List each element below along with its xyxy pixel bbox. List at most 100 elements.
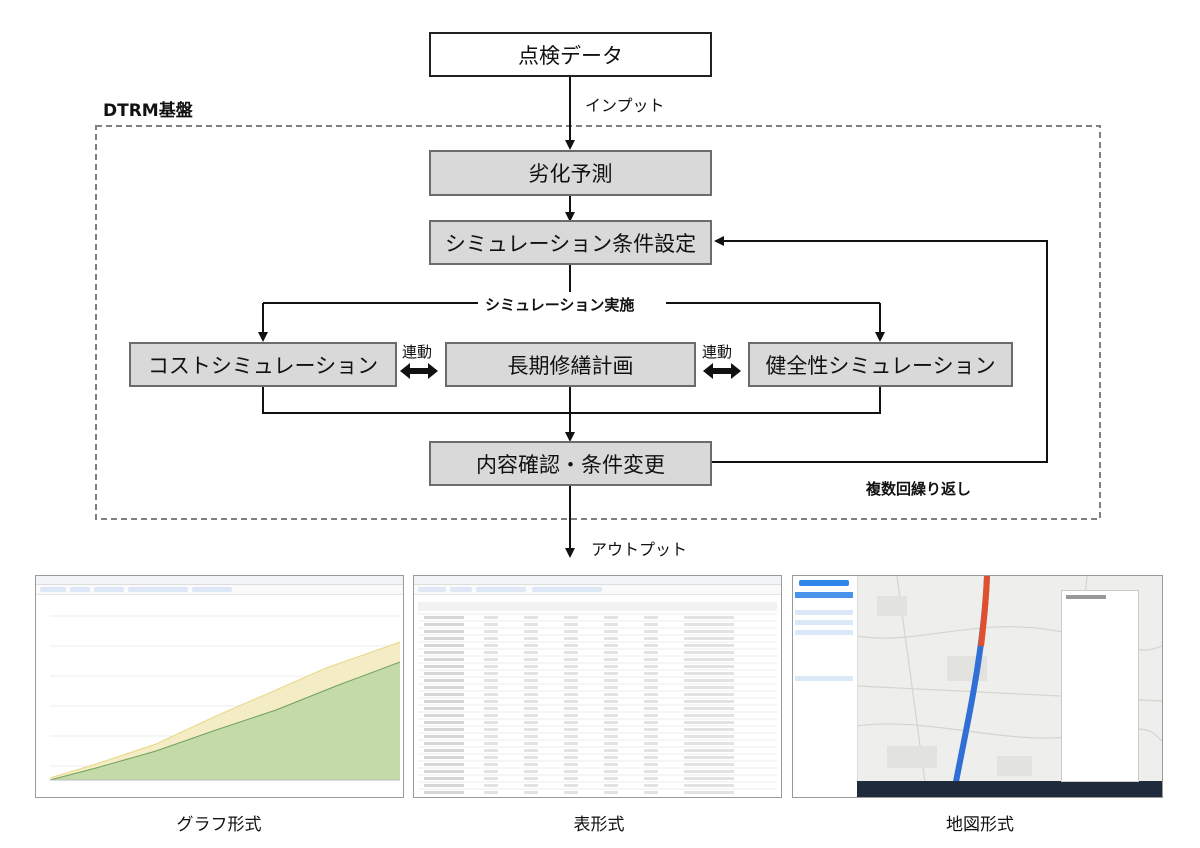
table-cell: [564, 742, 578, 745]
table-cell: [684, 756, 734, 759]
caption-graph: グラフ形式: [176, 815, 262, 835]
table-cell: [484, 763, 498, 766]
table-cell: [524, 658, 538, 661]
table-cell: [604, 735, 618, 738]
table-cell: [564, 658, 578, 661]
table-cell: [604, 658, 618, 661]
table-cell: [564, 770, 578, 773]
table-cell: [564, 784, 578, 787]
table-cell: [604, 616, 618, 619]
link-arrow-right: [703, 363, 741, 379]
table-cell: [524, 707, 538, 710]
table-cell-blurred: [424, 665, 464, 668]
table-cell: [564, 616, 578, 619]
table-cell: [604, 770, 618, 773]
table-cell: [684, 658, 734, 661]
table-cell: [684, 644, 734, 647]
table-cell: [644, 763, 658, 766]
table-cell: [604, 721, 618, 724]
table-cell: [644, 784, 658, 787]
table-cell-blurred: [424, 686, 464, 689]
browser-bar: [36, 576, 403, 585]
table-cell: [684, 714, 734, 717]
toolbar-tab: [128, 587, 188, 592]
table-cell: [684, 623, 734, 626]
table-cell: [484, 735, 498, 738]
toolbar-tab: [418, 587, 446, 592]
table-cell: [484, 721, 498, 724]
table-cell-blurred: [424, 770, 464, 773]
table-cell: [524, 763, 538, 766]
table-cell: [684, 665, 734, 668]
table-cell-blurred: [424, 791, 464, 794]
table-cell: [484, 693, 498, 696]
table-cell-blurred: [424, 728, 464, 731]
table-cell: [604, 700, 618, 703]
table-cell: [564, 679, 578, 682]
table-cell: [484, 623, 498, 626]
toolbar-tab: [40, 587, 66, 592]
table-cell: [644, 728, 658, 731]
table-cell: [644, 616, 658, 619]
table-cell: [644, 672, 658, 675]
line-merge: [262, 387, 881, 414]
table-cell: [644, 742, 658, 745]
table-cell: [524, 777, 538, 780]
table-cell: [524, 637, 538, 640]
table-cell: [484, 679, 498, 682]
label-simulation-exec: シミュレーション実施: [481, 294, 639, 315]
table-cell: [524, 693, 538, 696]
toolbar-tab: [94, 587, 124, 592]
table-cell: [524, 749, 538, 752]
table-cell-blurred: [424, 693, 464, 696]
table-cell-blurred: [424, 623, 464, 626]
label-input: インプット: [585, 96, 665, 115]
node-cost-simulation: コストシミュレーション: [129, 342, 397, 387]
table-cell: [604, 665, 618, 668]
table-cell: [684, 728, 734, 731]
table-cell: [564, 623, 578, 626]
table-cell: [564, 714, 578, 717]
graph-series-lower: [50, 662, 400, 780]
table-cell: [644, 658, 658, 661]
table-cell: [644, 623, 658, 626]
table-cell: [644, 686, 658, 689]
table-cell: [484, 707, 498, 710]
table-cell: [564, 763, 578, 766]
table-cell: [644, 630, 658, 633]
table-cell: [604, 707, 618, 710]
label-output: アウトプット: [591, 540, 688, 559]
table-cell-blurred: [424, 763, 464, 766]
table-cell-blurred: [424, 735, 464, 738]
table-cell-blurred: [424, 707, 464, 710]
table-cell: [684, 651, 734, 654]
table-cell: [524, 791, 538, 794]
table-cell: [564, 756, 578, 759]
table-cell: [644, 735, 658, 738]
table-cell-blurred: [424, 672, 464, 675]
table-cell: [524, 742, 538, 745]
table-cell: [484, 770, 498, 773]
toolbar-tab: [192, 587, 232, 592]
table-cell: [484, 791, 498, 794]
table-cell: [684, 637, 734, 640]
map-side-panel: [793, 576, 858, 797]
table-cell: [684, 721, 734, 724]
table-cell: [604, 791, 618, 794]
table-cell: [644, 777, 658, 780]
table-cell: [564, 637, 578, 640]
table-cell: [524, 665, 538, 668]
map-panel-row: [795, 676, 853, 681]
table-cell-blurred: [424, 700, 464, 703]
label-link-left: 連動: [402, 343, 433, 361]
table-cell: [604, 637, 618, 640]
table-cell: [684, 707, 734, 710]
table-cell: [564, 630, 578, 633]
table-cell: [484, 672, 498, 675]
table-cell: [644, 749, 658, 752]
info-panel-title: [1066, 595, 1106, 599]
table-cell: [684, 686, 734, 689]
table-cell-blurred: [424, 644, 464, 647]
table-cell: [564, 665, 578, 668]
